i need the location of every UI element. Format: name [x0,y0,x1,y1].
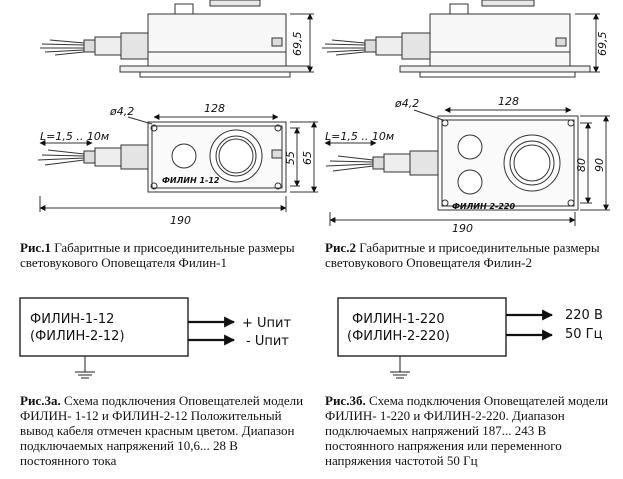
scheme-b: ФИЛИН-1-220 (ФИЛИН-2-220) 220 В 50 Гц [337,297,603,379]
caption-fig3b-title: Рис.3б. [325,393,366,408]
caption-fig1: Рис.1 Габаритные и присоединительные раз… [20,240,302,270]
scheme-a-out2: - Uпит [246,334,289,349]
caption-fig3a-text: Схема подключения Оповещателей модели ФИ… [20,393,304,468]
fig2-dim-hole: ø4,2 [394,97,419,110]
scheme-b-out1: 220 В [565,308,603,323]
caption-fig3a-title: Рис.3а. [20,393,61,408]
fig1-dim-h-inner: 55 [284,151,297,165]
fig1-height-dimension: 69,5 [290,13,314,73]
fig2-dims-top: ø4,2 128 L=1,5 .. 10м 80 90 190 ФИЛИН 2-… [324,95,610,235]
fig2-dim-height: 69,5 [596,32,609,57]
fig2-dim-h-inner: 80 [575,158,588,172]
fig2-height-dimension: 69,5 [575,13,609,73]
fig1-top-view [37,121,287,193]
fig1-dim-height: 69,5 [291,32,304,57]
caption-fig3b: Рис.3б. Схема подключения Оповещателей м… [325,393,615,468]
scheme-a-out1: + Uпит [242,316,291,331]
fig2-label: ФИЛИН 2-220 [452,202,515,211]
fig1-dim-width-inner: 128 [204,102,225,115]
caption-fig3b-text: Схема подключения Оповещателей модели ФИ… [325,393,609,468]
scheme-b-line2: (ФИЛИН-2-220) [347,329,450,344]
caption-fig2-title: Рис.2 [325,240,356,255]
scheme-a-line1: ФИЛИН-1-12 [30,312,114,327]
scheme-a-line2: (ФИЛИН-2-12) [30,329,125,344]
fig2-top-view [325,115,579,211]
caption-fig3a: Рис.3а. Схема подключения Оповещателей м… [20,393,310,468]
caption-fig2: Рис.2 Габаритные и присоединительные раз… [325,240,607,270]
fig1-dim-total: 190 [170,214,191,227]
fig2-dim-cable: L=1,5 .. 10м [325,130,394,143]
scheme-a: ФИЛИН-1-12 (ФИЛИН-2-12) + Uпит - Uпит [19,297,291,379]
fig2-dim-total: 190 [452,222,473,235]
fig2-side-view [322,0,591,78]
fig1-dim-hole: ø4,2 [109,105,134,118]
fig1-dim-h-outer: 65 [301,151,314,165]
fig1-dim-cable: L=1,5 .. 10м [40,130,109,143]
caption-fig1-text: Габаритные и присоединительные размеры с… [20,240,295,270]
fig2-dim-h-outer: 90 [593,158,606,172]
caption-fig1-title: Рис.1 [20,240,51,255]
caption-fig2-text: Габаритные и присоединительные размеры с… [325,240,600,270]
scheme-b-line1: ФИЛИН-1-220 [352,312,445,327]
fig2-dim-width-inner: 128 [498,95,519,108]
fig1-dims-top: ø4,2 128 L=1,5 .. 10м 55 65 190 ФИЛИН 1-… [39,102,318,227]
scheme-b-out2: 50 Гц [565,327,603,342]
fig1-side-view [40,0,311,78]
fig1-label: ФИЛИН 1-12 [162,176,220,185]
